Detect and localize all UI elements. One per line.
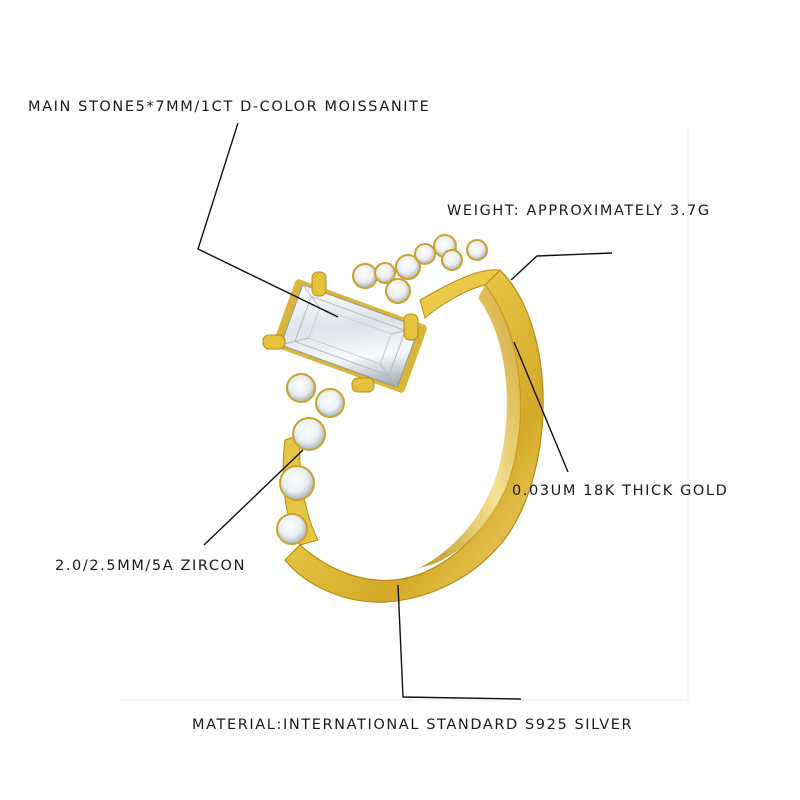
- main-stone-label: MAIN STONE5*7MM/1CT D-COLOR MOISSANITE: [28, 99, 431, 115]
- zircon-label: 2.0/2.5MM/5A ZIRCON: [55, 558, 247, 574]
- weight-label: WEIGHT: APPROXIMATELY 3.7G: [447, 203, 711, 219]
- callout-line-main-stone: [197, 122, 339, 318]
- side-stones-top: [352, 234, 488, 304]
- plating-label: 0.03UM 18K THICK GOLD: [512, 483, 729, 499]
- material-label: MATERIAL:INTERNATIONAL STANDARD S925 SIL…: [192, 717, 634, 733]
- main-stone: [262, 271, 427, 393]
- callout-line-weight: [510, 252, 613, 281]
- callout-line-plating: [513, 341, 569, 473]
- side-stones-left: [276, 373, 345, 545]
- callout-line-material: [397, 584, 522, 700]
- callout-line-zircon: [203, 449, 304, 546]
- callout-lines: [197, 122, 613, 700]
